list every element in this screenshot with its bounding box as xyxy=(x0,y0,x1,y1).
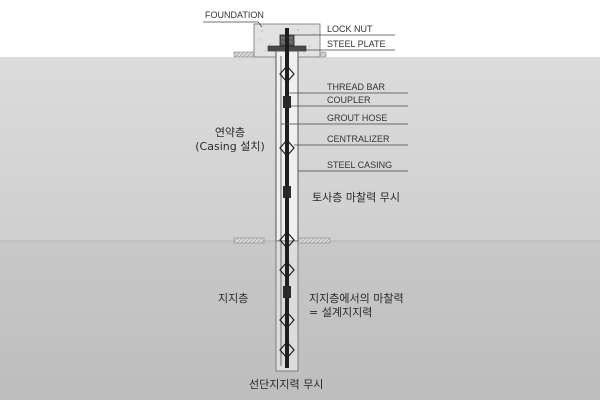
boundary-marker-right xyxy=(295,237,331,244)
boundary-marker-left xyxy=(233,237,265,244)
soil-friction-ignored-label: 토사층 마찰력 무시 xyxy=(312,191,400,204)
centralizer xyxy=(279,139,295,157)
centralizer xyxy=(279,231,295,249)
coupler xyxy=(283,286,291,298)
leader-foundation xyxy=(203,21,263,28)
label-grout-hose: GROUT HOSE xyxy=(327,113,388,123)
bearing-layer-label: 지지층 xyxy=(218,292,249,305)
bearing-friction-line1: 지지층에서의 마찰력 xyxy=(309,292,404,305)
coupler xyxy=(283,96,291,108)
centralizer xyxy=(279,311,295,329)
label-centralizer: CENTRALIZER xyxy=(327,134,390,144)
bearing-friction-line2: = 설계지지력 xyxy=(309,306,373,319)
centralizer xyxy=(279,261,295,279)
coupler xyxy=(283,186,291,198)
label-foundation: FOUNDATION xyxy=(205,10,264,20)
leader-lines xyxy=(203,21,408,172)
centralizer xyxy=(279,65,295,83)
tip-bearing-ignored-label: 선단지지력 무시 xyxy=(249,378,324,391)
foundation-texture xyxy=(258,29,315,53)
soft-layer-label: 연약층 (Casing 설치) xyxy=(192,126,268,154)
label-thread-bar: THREAD BAR xyxy=(327,82,386,92)
soft-layer-line1: 연약층 xyxy=(214,126,246,139)
centralizer xyxy=(279,341,295,359)
label-coupler: COUPLER xyxy=(327,95,371,105)
bearing-friction-label: 지지층에서의 마찰력 = 설계지지력 xyxy=(309,292,404,320)
upper-soil-layer xyxy=(0,57,600,241)
lower-soil-layer xyxy=(0,241,600,400)
soft-layer-line2: (Casing 설치) xyxy=(195,140,265,153)
label-steel-casing: STEEL CASING xyxy=(327,160,393,170)
label-lock-nut: LOCK NUT xyxy=(327,24,373,34)
label-steel-plate: STEEL PLATE xyxy=(327,39,386,49)
